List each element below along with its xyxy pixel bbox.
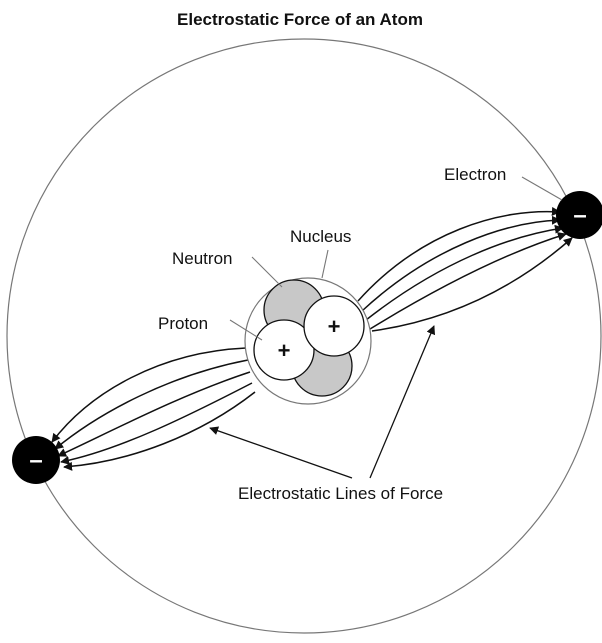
- electron-charge-sign: –: [573, 202, 586, 229]
- field-line: [54, 359, 249, 450]
- lines-of-force-pointer-right: [369, 325, 436, 479]
- neutron-leader-line: [251, 256, 283, 288]
- electron-lower-left: –: [12, 436, 60, 484]
- electron: [12, 436, 60, 484]
- field-line: [60, 382, 253, 465]
- field-lines-lower-left: [51, 347, 256, 471]
- field-line: [365, 224, 564, 321]
- field-line: [57, 371, 251, 457]
- field-line: [51, 347, 247, 443]
- field-line: [361, 215, 561, 312]
- field-lines-upper-right: [357, 206, 573, 332]
- proton-charge-sign: +: [328, 314, 341, 339]
- electron-upper-right: –: [556, 191, 602, 239]
- electron-label: Electron: [444, 165, 506, 184]
- electron-charge-sign: –: [29, 447, 42, 474]
- proton: [303, 295, 365, 357]
- neutron-label: Neutron: [172, 249, 232, 268]
- field-line: [357, 206, 561, 302]
- field-line: [369, 232, 567, 330]
- field-line: [371, 237, 573, 332]
- proton-charge-sign: +: [278, 338, 291, 363]
- nucleus-leader-line: [321, 249, 329, 279]
- lines-of-force-label: Electrostatic Lines of Force: [238, 484, 443, 503]
- diagram-title: Electrostatic Force of an Atom: [177, 10, 423, 29]
- field-line: [63, 391, 256, 471]
- nucleus-label: Nucleus: [290, 227, 351, 246]
- electron-leader-line: [521, 176, 563, 201]
- nucleus: + +: [244, 277, 372, 405]
- electron-orbit: [6, 38, 602, 634]
- lines-of-force-pointer-left: [209, 426, 353, 479]
- proton: [253, 319, 315, 381]
- electron: [556, 191, 602, 239]
- proton-leader-line: [229, 319, 263, 341]
- proton-label: Proton: [158, 314, 208, 333]
